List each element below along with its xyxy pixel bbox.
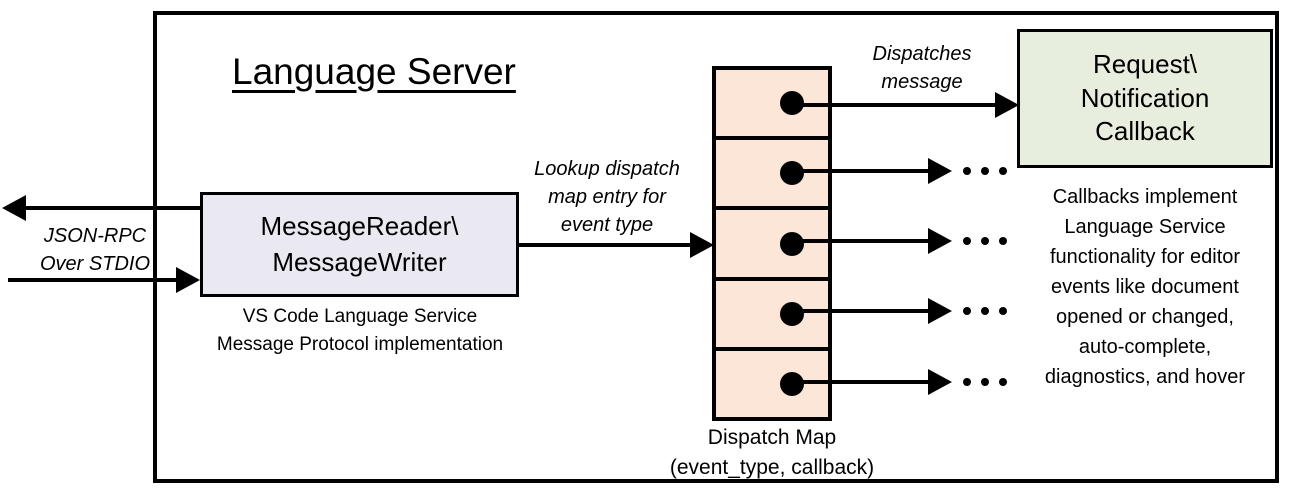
table-row[interactable]: [716, 210, 828, 281]
message-reader-label-line2: MessageWriter: [272, 246, 447, 277]
ellipsis-icon-5: [963, 378, 1007, 386]
lookup-dispatch-line: [519, 243, 697, 247]
jsonrpc-label-line1: JSON-RPC: [43, 225, 147, 247]
ellipsis-icon-2: [963, 167, 1007, 175]
dispatch-map-caption-line2: (event_type, callback): [669, 456, 875, 480]
jsonrpc-out-arrowhead: [2, 195, 26, 221]
dispatch-entry-dot-icon: [780, 231, 804, 256]
dispatch-arrow-head-4: [928, 298, 952, 324]
jsonrpc-label-line2: Over STDIO: [39, 253, 150, 275]
callback-caption-line6: auto-complete,: [1078, 336, 1212, 358]
callback-label-line1: Request\: [1092, 48, 1198, 79]
dispatch-arrow-line-3: [788, 239, 936, 243]
dispatch-entry-dot-icon: [780, 301, 804, 326]
dispatch-arrow-line-1: [788, 103, 1003, 107]
callback-caption-line4: events like document: [1051, 276, 1239, 298]
dispatches-message-label: Dispatches message: [832, 40, 1012, 96]
dispatch-arrow-line-4: [788, 309, 936, 313]
callback-caption-line1: Callbacks implement: [1052, 186, 1238, 208]
ellipsis-icon-4: [963, 307, 1007, 315]
lookup-dispatch-label: Lookup dispatch map entry for event type: [512, 155, 702, 239]
dispatch-arrow-head-1: [995, 92, 1019, 118]
message-reader-caption-line1: VS Code Language Service: [242, 306, 478, 327]
lookup-label-line3: event type: [560, 214, 654, 236]
callback-caption-line7: diagnostics, and hover: [1044, 366, 1246, 388]
jsonrpc-out-line: [22, 206, 217, 210]
request-notification-callback-box[interactable]: Request\ Notification Callback: [1017, 29, 1273, 168]
dispatch-arrow-head-5: [928, 369, 952, 395]
message-reader-caption: VS Code Language Service Message Protoco…: [190, 303, 530, 358]
jsonrpc-in-line: [8, 278, 190, 282]
dispatch-entry-dot-icon: [780, 161, 804, 186]
dispatch-map-caption-line1: Dispatch Map: [707, 426, 837, 449]
ellipsis-icon-3: [963, 237, 1007, 245]
callback-label-line2: Notification: [1080, 82, 1210, 113]
callback-caption-line2: Language Service: [1064, 216, 1226, 238]
dispatch-map-caption: Dispatch Map (event_type, callback): [632, 423, 912, 484]
language-server-frame: [153, 11, 1279, 483]
table-row[interactable]: [716, 281, 828, 351]
dispatch-map-table[interactable]: [712, 66, 832, 421]
table-row[interactable]: [716, 140, 828, 211]
callback-caption: Callbacks implement Language Service fun…: [1007, 182, 1283, 392]
jsonrpc-in-arrowhead: [176, 267, 200, 293]
lookup-label-line1: Lookup dispatch: [534, 158, 680, 180]
jsonrpc-label: JSON-RPC Over STDIO: [20, 222, 170, 278]
dispatch-arrow-head-2: [928, 158, 952, 184]
dispatch-arrow-line-5: [788, 380, 936, 384]
message-reader-label-line1: MessageReader\: [260, 211, 459, 242]
callback-caption-line5: opened or changed,: [1056, 306, 1234, 328]
message-reader-writer-box[interactable]: MessageReader\ MessageWriter: [200, 192, 519, 297]
lookup-label-line2: map entry for: [548, 186, 666, 208]
message-reader-caption-line2: Message Protocol implementation: [216, 333, 504, 355]
page-title: Language Server: [232, 51, 516, 92]
callback-label-line3: Callback: [1095, 116, 1195, 147]
lookup-dispatch-arrowhead: [690, 232, 714, 258]
dispatches-label-line1: Dispatches: [872, 43, 972, 65]
dispatches-label-line2: message: [881, 71, 963, 93]
dispatch-arrow-line-2: [788, 169, 936, 173]
dispatch-arrow-head-3: [928, 228, 952, 254]
callback-caption-line3: functionality for editor: [1049, 246, 1241, 268]
